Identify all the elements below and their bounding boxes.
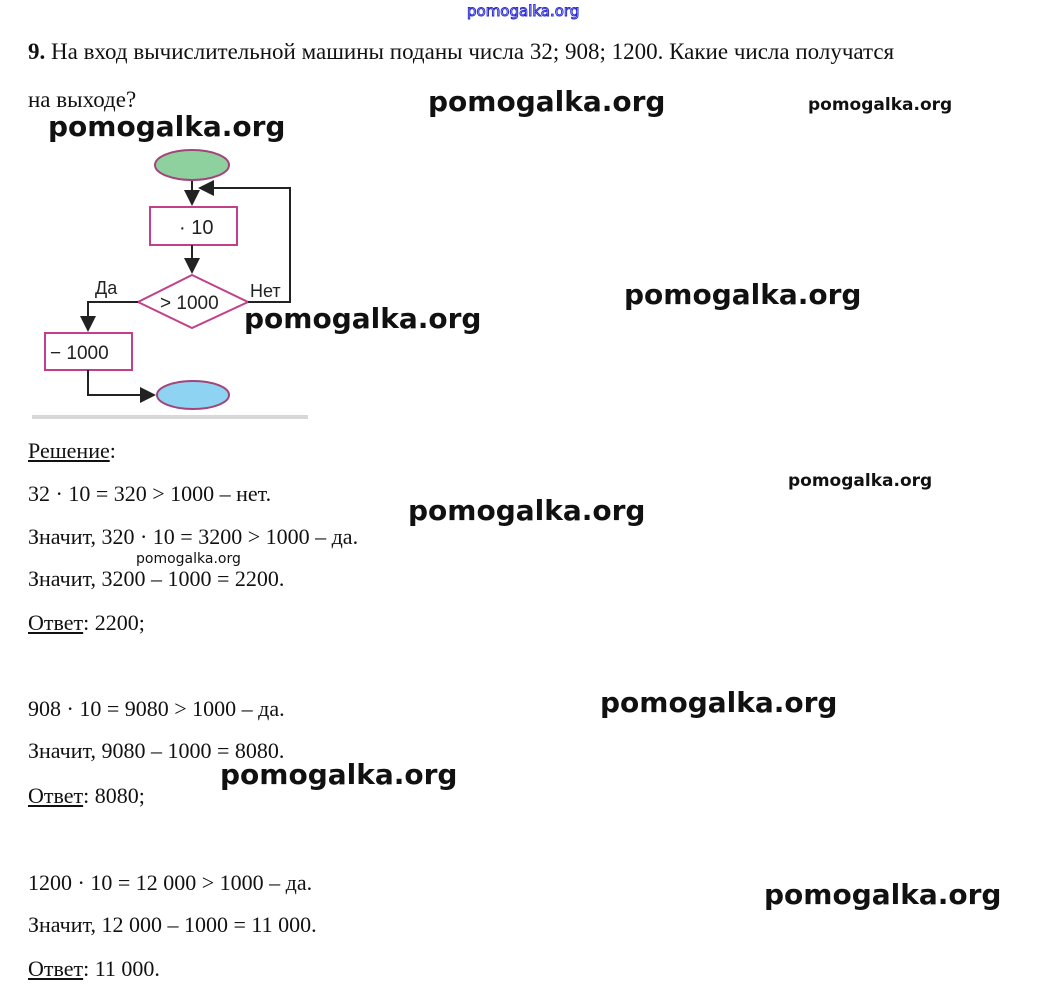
yes-label: Да (95, 278, 118, 298)
end-node (156, 380, 230, 410)
answer-line: Ответ: 2200; (28, 610, 145, 635)
condition-label: > 1000 (160, 293, 219, 314)
watermark: pomogalka.org (408, 494, 646, 527)
watermark: pomogalka.org (764, 878, 1002, 911)
solution-line: 908 · 10 = 9080 > 1000 – да. (28, 696, 285, 721)
condition-diamond (135, 273, 251, 330)
solution-line: Значит, 9080 – 1000 = 8080. (28, 738, 285, 763)
subtract-label: − 1000 (50, 343, 109, 364)
multiply-label: · 10 (179, 217, 213, 239)
answer-line: Ответ: 8080; (28, 783, 145, 808)
solution-line: Значит, 12 000 – 1000 = 11 000. (28, 912, 317, 937)
question-line-1: На вход вычислительной машины поданы чис… (51, 39, 895, 64)
task-number: 9. (28, 39, 46, 64)
solution-line: Значит, 320 · 10 = 3200 > 1000 – да. (28, 524, 359, 549)
watermark: pomogalka.org (244, 302, 482, 335)
question-line-2: на выходе? (28, 87, 137, 112)
watermark: pomogalka.org (788, 471, 933, 491)
watermark: pomogalka.org (428, 85, 666, 118)
watermark: pomogalka.org (48, 110, 286, 143)
solution-heading: Решение: (28, 438, 116, 463)
question: 9. На вход вычислительной машины поданы … (28, 40, 894, 63)
subtract-box (44, 332, 133, 371)
answer-line: Ответ: 11 000. (28, 956, 160, 981)
no-label: Нет (250, 281, 281, 301)
watermark: pomogalka.org (808, 95, 953, 115)
solution-line: 1200 · 10 = 12 000 > 1000 – да. (28, 870, 313, 895)
solution-line: Значит, 3200 – 1000 = 2200. (28, 566, 285, 591)
watermark: pomogalka.org (624, 278, 862, 311)
solution-line: 32 · 10 = 320 > 1000 – нет. (28, 481, 272, 506)
watermark: pomogalka.org (600, 686, 838, 719)
start-node (154, 149, 230, 181)
watermark: pomogalka.org (466, 2, 580, 20)
multiply-box (149, 206, 238, 246)
flowchart: · 10 > 1000 Да Нет − 1000 (32, 149, 308, 419)
watermark: pomogalka.org (136, 551, 241, 567)
watermark: pomogalka.org (220, 758, 458, 791)
